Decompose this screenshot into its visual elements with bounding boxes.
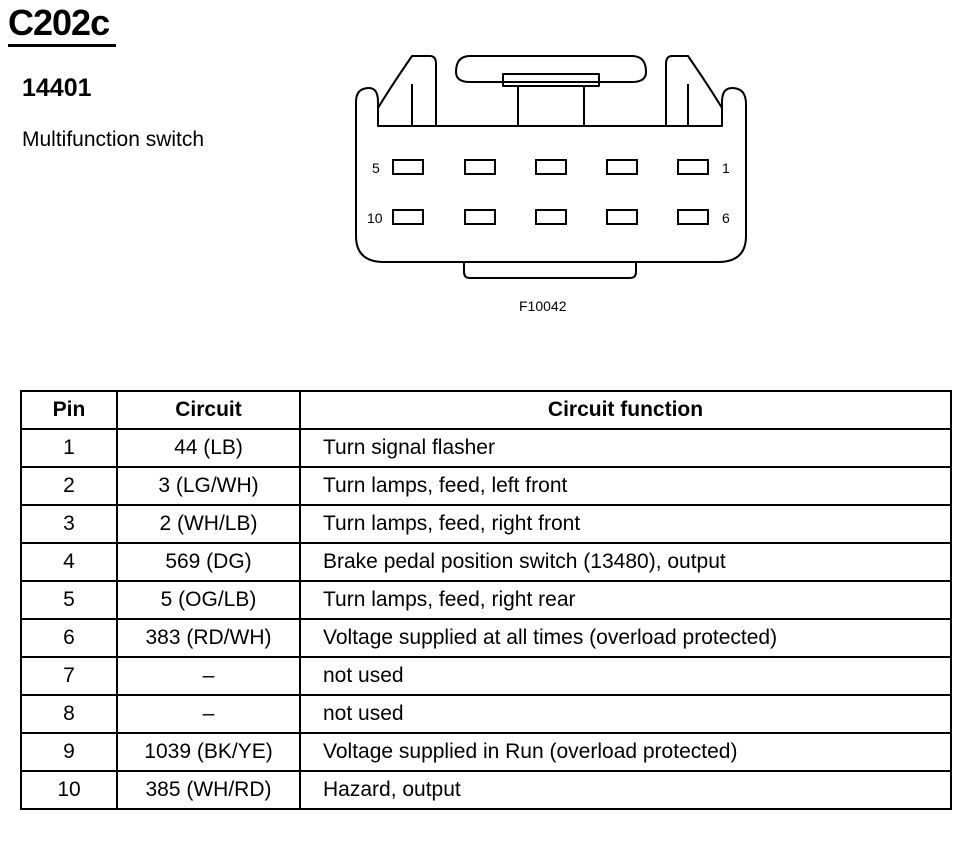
pin-cell: 10 <box>20 770 118 810</box>
circuit-cell: 44 (LB) <box>116 428 301 468</box>
function-cell: Brake pedal position switch (13480), out… <box>299 542 952 582</box>
pin-cell: 4 <box>20 542 118 582</box>
pin-label-top-left: 5 <box>372 160 380 176</box>
pin-cell: 2 <box>20 466 118 506</box>
circuit-cell: 1039 (BK/YE) <box>116 732 301 772</box>
function-cell: Voltage supplied at all times (overload … <box>299 618 952 658</box>
terminal-cavity <box>606 159 638 175</box>
part-number: 14401 <box>22 74 92 102</box>
pin-cell: 9 <box>20 732 118 772</box>
terminal-cavity <box>535 159 567 175</box>
circuit-cell: 383 (RD/WH) <box>116 618 301 658</box>
title-underline <box>8 44 116 47</box>
function-cell: Hazard, output <box>299 770 952 810</box>
table-row: 7–not used <box>20 656 952 696</box>
pin-cell: 3 <box>20 504 118 544</box>
pin-cell: 1 <box>20 428 118 468</box>
terminal-cavity <box>606 209 638 225</box>
terminal-cavity <box>677 159 709 175</box>
terminal-cavity <box>677 209 709 225</box>
pin-cell: 5 <box>20 580 118 620</box>
table-header-row: Pin Circuit Circuit function <box>20 390 952 430</box>
connector-id: C202c <box>8 2 110 43</box>
right-latch <box>665 55 723 126</box>
header-circuit: Circuit <box>116 390 301 430</box>
pin-label-bottom-left: 10 <box>367 210 383 226</box>
terminal-cavity <box>464 209 496 225</box>
circuit-cell: 569 (DG) <box>116 542 301 582</box>
terminal-cavity <box>464 159 496 175</box>
pin-cell: 7 <box>20 656 118 696</box>
terminal-cavity <box>392 159 424 175</box>
table-row: 8–not used <box>20 694 952 734</box>
pin-label-top-right: 1 <box>722 160 730 176</box>
header-pin: Pin <box>20 390 118 430</box>
terminal-cavity <box>535 209 567 225</box>
function-cell: not used <box>299 694 952 734</box>
pin-cell: 8 <box>20 694 118 734</box>
function-cell: not used <box>299 656 952 696</box>
component-description: Multifunction switch <box>22 128 205 151</box>
circuit-cell: – <box>116 694 301 734</box>
header-circuit-function: Circuit function <box>299 390 952 430</box>
left-latch <box>377 55 437 126</box>
center-key <box>455 55 647 83</box>
function-cell: Voltage supplied in Run (overload protec… <box>299 732 952 772</box>
function-cell: Turn signal flasher <box>299 428 952 468</box>
circuit-cell: 2 (WH/LB) <box>116 504 301 544</box>
pin-cell: 6 <box>20 618 118 658</box>
function-cell: Turn lamps, feed, left front <box>299 466 952 506</box>
figure-id: F10042 <box>519 298 567 314</box>
bottom-lip <box>463 262 637 279</box>
circuit-cell: 3 (LG/WH) <box>116 466 301 506</box>
terminal-cavity <box>392 209 424 225</box>
pin-label-bottom-right: 6 <box>722 210 730 226</box>
function-cell: Turn lamps, feed, right front <box>299 504 952 544</box>
circuit-cell: 385 (WH/RD) <box>116 770 301 810</box>
function-cell: Turn lamps, feed, right rear <box>299 580 952 620</box>
circuit-cell: 5 (OG/LB) <box>116 580 301 620</box>
circuit-cell: – <box>116 656 301 696</box>
